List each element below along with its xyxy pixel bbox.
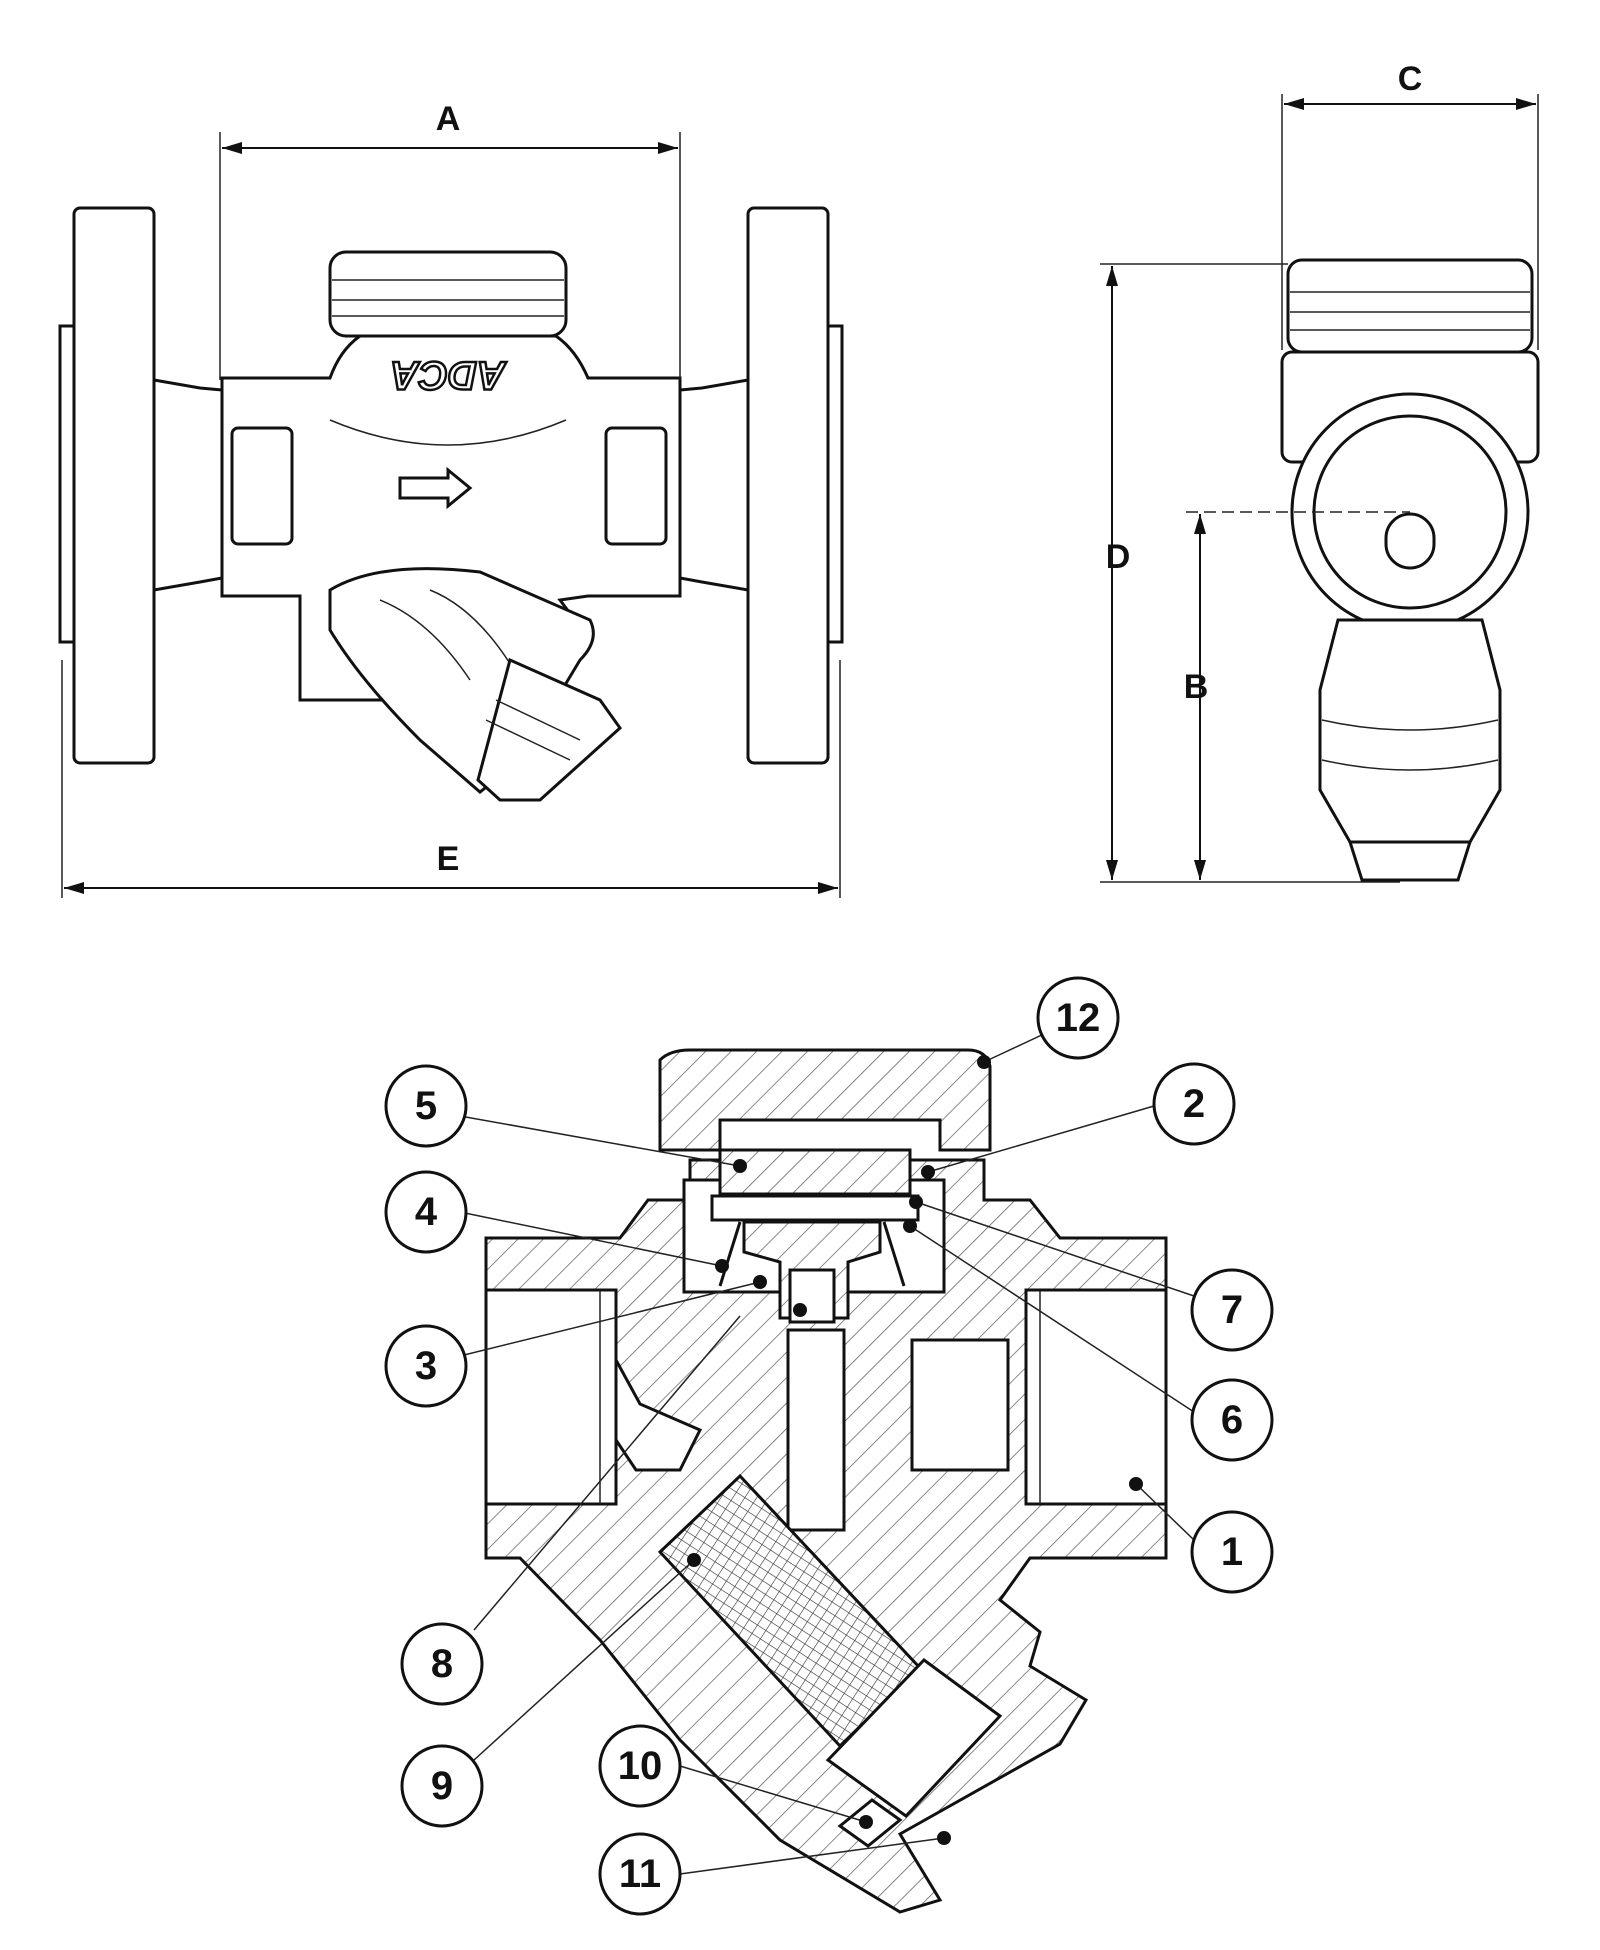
dimension-a-label: A bbox=[436, 100, 461, 138]
dimension-a: A bbox=[219, 100, 681, 380]
callout-1: 1 bbox=[1190, 1510, 1274, 1594]
dimension-d: D bbox=[1100, 263, 1400, 883]
leader-dots bbox=[687, 1055, 1143, 1845]
section-outlet-chamber bbox=[910, 1338, 1010, 1472]
top-cap bbox=[328, 250, 568, 338]
dimension-c-label: C bbox=[1398, 60, 1423, 98]
section-capsule bbox=[718, 1148, 912, 1196]
svg-text:3: 3 bbox=[415, 1344, 437, 1388]
callout-9: 9 bbox=[400, 1744, 484, 1828]
section-inlet-channel bbox=[614, 1359, 703, 1472]
svg-text:4: 4 bbox=[415, 1190, 438, 1234]
callout-8: 8 bbox=[400, 1622, 484, 1706]
side-port-slot bbox=[1384, 512, 1436, 570]
callout-6: 6 bbox=[1190, 1378, 1274, 1462]
callout-2: 2 bbox=[1152, 1062, 1236, 1146]
section-view bbox=[484, 1048, 1168, 1914]
svg-text:12: 12 bbox=[1056, 996, 1101, 1040]
flow-arrow-icon bbox=[398, 466, 473, 510]
svg-text:7: 7 bbox=[1221, 1288, 1243, 1332]
dimension-e-label: E bbox=[437, 840, 460, 878]
strainer-plug bbox=[476, 657, 622, 802]
svg-text:5: 5 bbox=[415, 1084, 437, 1128]
side-view bbox=[1280, 258, 1540, 882]
svg-text:8: 8 bbox=[431, 1642, 453, 1686]
right-flange-disc bbox=[746, 206, 830, 765]
left-flange-disc bbox=[72, 206, 156, 765]
callout-10: 10 bbox=[598, 1724, 682, 1808]
dimension-b: B bbox=[1184, 511, 1410, 880]
svg-text:10: 10 bbox=[618, 1744, 663, 1788]
svg-text:1: 1 bbox=[1221, 1530, 1243, 1574]
section-element-plate bbox=[710, 1194, 920, 1222]
callout-11: 11 bbox=[598, 1832, 682, 1916]
leader-lines bbox=[459, 1017, 1195, 1875]
callout-4: 4 bbox=[384, 1170, 468, 1254]
section-outlet-bore bbox=[1024, 1288, 1168, 1506]
section-vertical-passage bbox=[786, 1328, 846, 1532]
side-cap bbox=[1286, 258, 1534, 354]
side-plug bbox=[1347, 840, 1473, 882]
front-view: ADCA bbox=[58, 206, 844, 802]
dimension-b-label: B bbox=[1184, 668, 1209, 706]
section-inlet-bore bbox=[484, 1288, 618, 1506]
side-leg bbox=[1318, 618, 1502, 844]
left-neck bbox=[152, 378, 224, 592]
callout-bubbles: 12 2 5 4 7 3 6 1 bbox=[384, 976, 1274, 1916]
callout-3: 3 bbox=[384, 1324, 468, 1408]
callout-12: 12 bbox=[1036, 976, 1120, 1060]
section-strainer-cap bbox=[825, 1658, 1003, 1818]
svg-text:6: 6 bbox=[1221, 1398, 1243, 1442]
section-cap bbox=[658, 1048, 992, 1152]
svg-text:2: 2 bbox=[1183, 1082, 1205, 1126]
right-neck bbox=[678, 378, 750, 592]
svg-text:9: 9 bbox=[431, 1764, 453, 1808]
body-window-left bbox=[230, 426, 294, 546]
brand-logo: ADCA bbox=[390, 353, 507, 397]
dimension-d-label: D bbox=[1106, 538, 1131, 576]
body-window-right bbox=[604, 426, 668, 546]
dimension-e: E bbox=[61, 660, 841, 898]
svg-text:11: 11 bbox=[619, 1852, 661, 1896]
callout-7: 7 bbox=[1190, 1268, 1274, 1352]
dimension-c: C bbox=[1281, 60, 1539, 350]
callout-5: 5 bbox=[384, 1064, 468, 1148]
